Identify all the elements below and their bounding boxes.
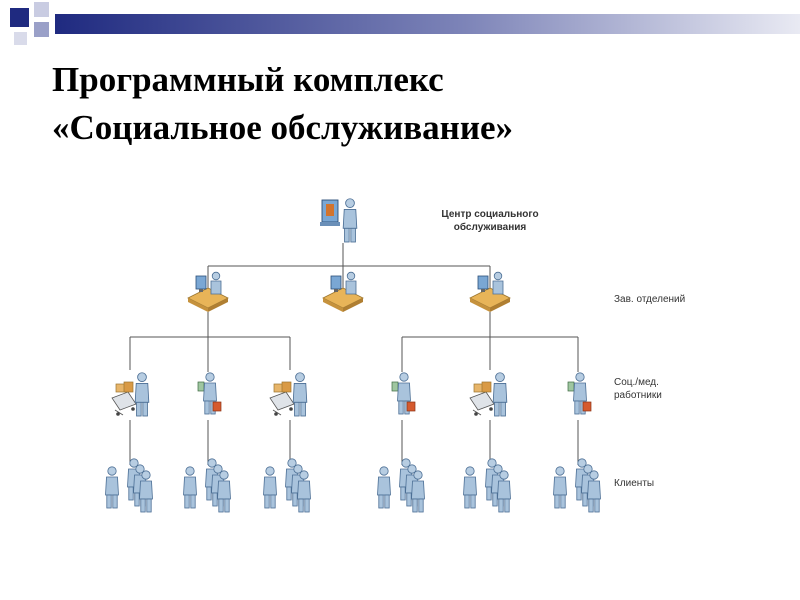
client-group-2 bbox=[184, 459, 231, 512]
level-label-workers-line-1: Соц./мед. bbox=[614, 377, 659, 388]
level-label-clients: Клиенты bbox=[614, 478, 654, 489]
client-group-3 bbox=[264, 459, 311, 512]
client-group-6 bbox=[554, 459, 601, 512]
worker-cart-1 bbox=[112, 373, 149, 416]
level-label-workers-line-2: работники bbox=[614, 389, 662, 401]
level-label-heads: Зав. отделений bbox=[614, 294, 685, 305]
level-label-center-line-2: обслуживания bbox=[454, 221, 527, 233]
level-label-center-line-1: Центр социального bbox=[441, 209, 538, 220]
client-group-5 bbox=[464, 459, 511, 512]
client-group-4 bbox=[378, 459, 425, 512]
worker-cart-3 bbox=[470, 373, 507, 416]
worker-folder-1 bbox=[198, 373, 221, 414]
center-node bbox=[320, 199, 357, 242]
worker-folder-2 bbox=[392, 373, 415, 414]
worker-folder-3 bbox=[568, 373, 591, 414]
client-group-1 bbox=[106, 459, 153, 512]
worker-cart-2 bbox=[270, 373, 307, 416]
